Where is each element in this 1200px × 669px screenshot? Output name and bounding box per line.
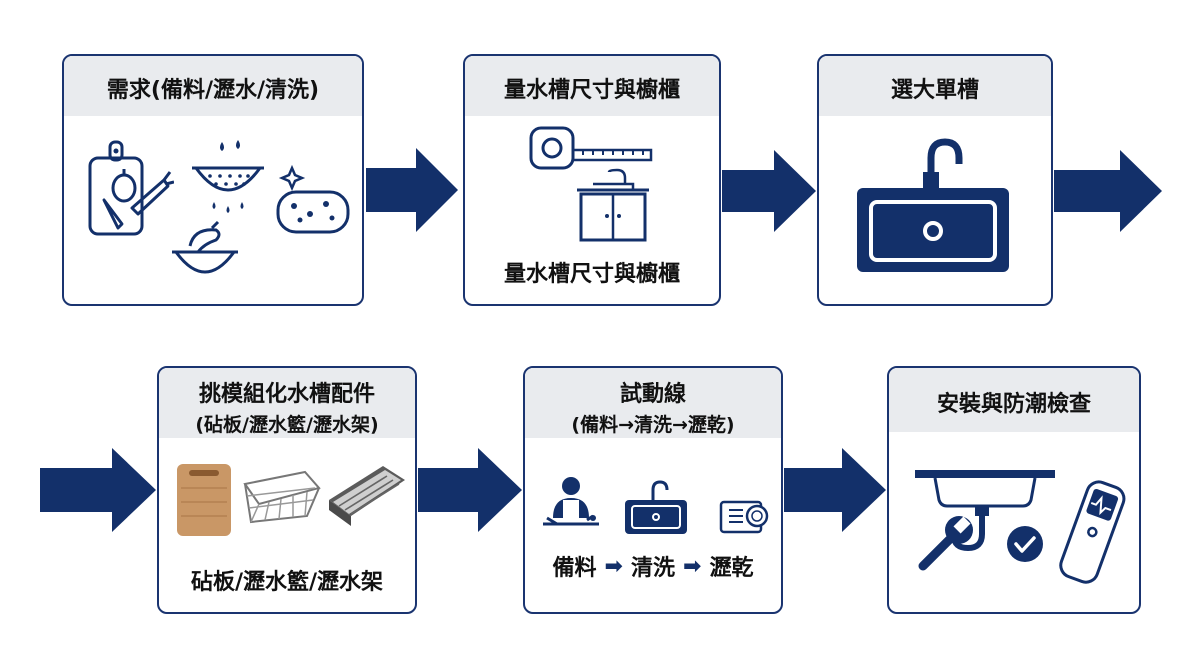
step-card-workflow: 試動線 (備料→清洗→瀝乾) 備料 ➡ 清洗 ➡ 瀝乾 (523, 366, 783, 614)
step-title: 需求(備料/瀝水/清洗) (64, 56, 362, 116)
workflow-step-wash: 清洗 (630, 556, 675, 581)
flow-arrow-2 (722, 150, 816, 232)
step-title-text: 需求(備料/瀝水/清洗) (106, 78, 320, 103)
step-caption: 砧板/瀝水籃/瀝水架 (190, 570, 384, 595)
step-card-requirements: 需求(備料/瀝水/清洗) (62, 54, 364, 306)
step-card-choose-sink: 選大單槽 (817, 54, 1053, 306)
step-caption: 量水槽尺寸與櫥櫃 (503, 262, 680, 287)
wire-basket-icon (243, 470, 321, 524)
tape-measure-icon (529, 126, 653, 170)
step-card-accessories: 挑模組化水槽配件 (砧板/瀝水籃/瀝水架) 砧板/瀝水籃/瀝水架 (157, 366, 417, 614)
step-title: 挑模組化水槽配件 (砧板/瀝水籃/瀝水架) (159, 368, 415, 438)
sink-icon (625, 480, 687, 534)
moisture-meter-icon (1059, 480, 1126, 584)
wrench-icon (918, 516, 973, 571)
dish-drying-icon (719, 500, 769, 534)
step-title: 安裝與防潮檢查 (889, 368, 1139, 432)
step-title-text: 選大單槽 (890, 78, 979, 103)
cutting-board-vegetables-icon (88, 140, 174, 236)
flow-arrow-3 (1054, 150, 1162, 232)
flow-arrow-4 (40, 448, 156, 532)
step-title-text: 挑模組化水槽配件 (198, 382, 375, 407)
cabinet-sink-icon (577, 168, 649, 242)
step-title-text: 量水槽尺寸與櫥櫃 (503, 78, 680, 103)
wooden-cutting-board-icon (177, 464, 231, 536)
bowl-eggplant-icon (172, 220, 238, 274)
sponge-icon (276, 164, 350, 234)
step-title: 選大單槽 (819, 56, 1051, 116)
colander-icon (192, 140, 264, 213)
step-card-measure: 量水槽尺寸與櫥櫃 量水槽尺寸與櫥櫃 (463, 54, 721, 306)
large-single-sink-icon (857, 138, 1009, 272)
workflow-steps: 備料 ➡ 清洗 ➡ 瀝乾 (525, 550, 781, 582)
flow-arrow-5 (418, 448, 522, 532)
workflow-arrow: ➡ (683, 553, 702, 579)
chef-prep-icon (543, 477, 599, 526)
step-subtitle: (砧板/瀝水籃/瀝水架) (195, 414, 379, 436)
step-title-text: 試動線 (619, 382, 686, 407)
step-subtitle: (備料→清洗→瀝乾) (571, 414, 735, 436)
flow-arrow-6 (784, 448, 886, 532)
check-icon (1007, 526, 1043, 562)
flow-arrow-1 (366, 148, 458, 232)
workflow-step-prep: 備料 (552, 556, 597, 581)
step-title: 量水槽尺寸與櫥櫃 (465, 56, 719, 116)
step-card-install-check: 安裝與防潮檢查 (887, 366, 1141, 614)
step-title-text: 安裝與防潮檢查 (936, 392, 1091, 417)
step-title: 試動線 (備料→清洗→瀝乾) (525, 368, 781, 438)
workflow-arrow: ➡ (604, 553, 623, 579)
workflow-step-dry: 瀝乾 (709, 556, 754, 581)
dish-rack-icon (329, 466, 405, 526)
